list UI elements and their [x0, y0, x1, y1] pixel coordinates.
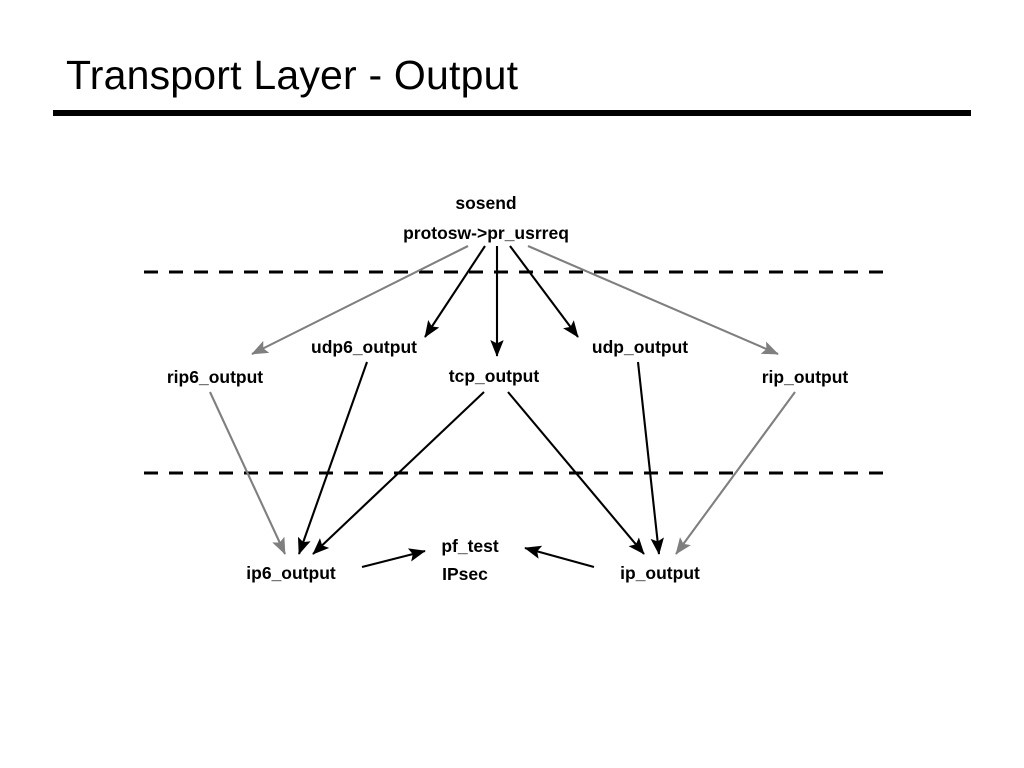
node-rip-output: rip_output	[762, 367, 849, 387]
edge-udp_output-to-ip_output	[636, 361, 664, 555]
title-underline-rule	[53, 110, 971, 116]
edge-pr_usrreq-to-udp_output	[509, 245, 579, 338]
edge-rip6_output-to-ip6_output	[209, 391, 286, 555]
edge-tcp_output-to-ip_output	[507, 391, 645, 555]
node-pf-test: pf_test	[441, 536, 499, 556]
node-udp-output: udp_output	[592, 337, 688, 357]
edge-tcp_output-to-ip6_output	[312, 391, 485, 555]
node-rip6-output: rip6_output	[167, 367, 263, 387]
edge-pr_usrreq-to-udp6_output	[424, 245, 486, 338]
edges	[209, 245, 796, 569]
edge-pr_usrreq-to-rip_output	[527, 245, 779, 355]
node-ipsec: IPsec	[442, 564, 488, 584]
edge-pr_usrreq-to-rip6_output	[251, 245, 469, 355]
edge-udp6_output-to-ip6_output	[297, 361, 368, 555]
node-sosend: sosend	[455, 193, 516, 213]
node-labels: sosend protosw->pr_usrreq rip6_output ud…	[167, 193, 849, 584]
node-ip-output: ip_output	[620, 563, 700, 583]
edge-ip_output-to-pf_test	[524, 545, 595, 569]
node-protosw-pr-usrreq: protosw->pr_usrreq	[403, 223, 569, 243]
node-tcp-output: tcp_output	[449, 366, 540, 386]
page-title: Transport Layer - Output	[66, 52, 519, 98]
edge-rip_output-to-ip_output	[675, 391, 796, 555]
node-ip6-output: ip6_output	[246, 563, 336, 583]
node-udp6-output: udp6_output	[311, 337, 417, 357]
edge-ip6_output-to-pf_test	[361, 548, 426, 569]
